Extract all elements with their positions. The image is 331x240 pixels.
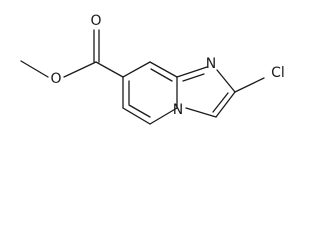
bond-c2-chlorine [234,77,265,93]
bond-c8a-n1-inner [182,73,205,82]
atom-bridgehead-nitrogen: N [173,102,183,118]
atom-imidazole-nitrogen: N [206,56,216,72]
atom-ester-oxygen: O [50,71,61,87]
bond-c5-c6-inner [128,104,151,118]
bond-c8a-n1 [176,66,208,78]
bond-carbonyl-ring [95,61,124,78]
bonds [20,29,265,125]
bond-c5-c6 [122,107,151,125]
bond-c2-c3 [215,91,236,118]
bond-ester-oxygen-carbonyl [63,61,97,78]
bond-n1-c2 [216,69,236,93]
atom-carbonyl-oxygen: O [90,13,101,29]
bond-c3-n4 [185,107,217,118]
bond-n4-c5 [149,107,178,125]
bond-c2-c3-inner [212,92,229,113]
chemical-structure-diagram: O O N N Cl [20,13,285,125]
atom-labels: O O N N Cl [50,13,284,118]
bond-methyl-ester-oxygen [20,60,49,78]
bond-c7-c8 [122,61,151,78]
bond-c8-c8a-inner [150,68,173,82]
bond-c8-c8a [149,61,178,78]
atom-chlorine: Cl [271,65,285,81]
